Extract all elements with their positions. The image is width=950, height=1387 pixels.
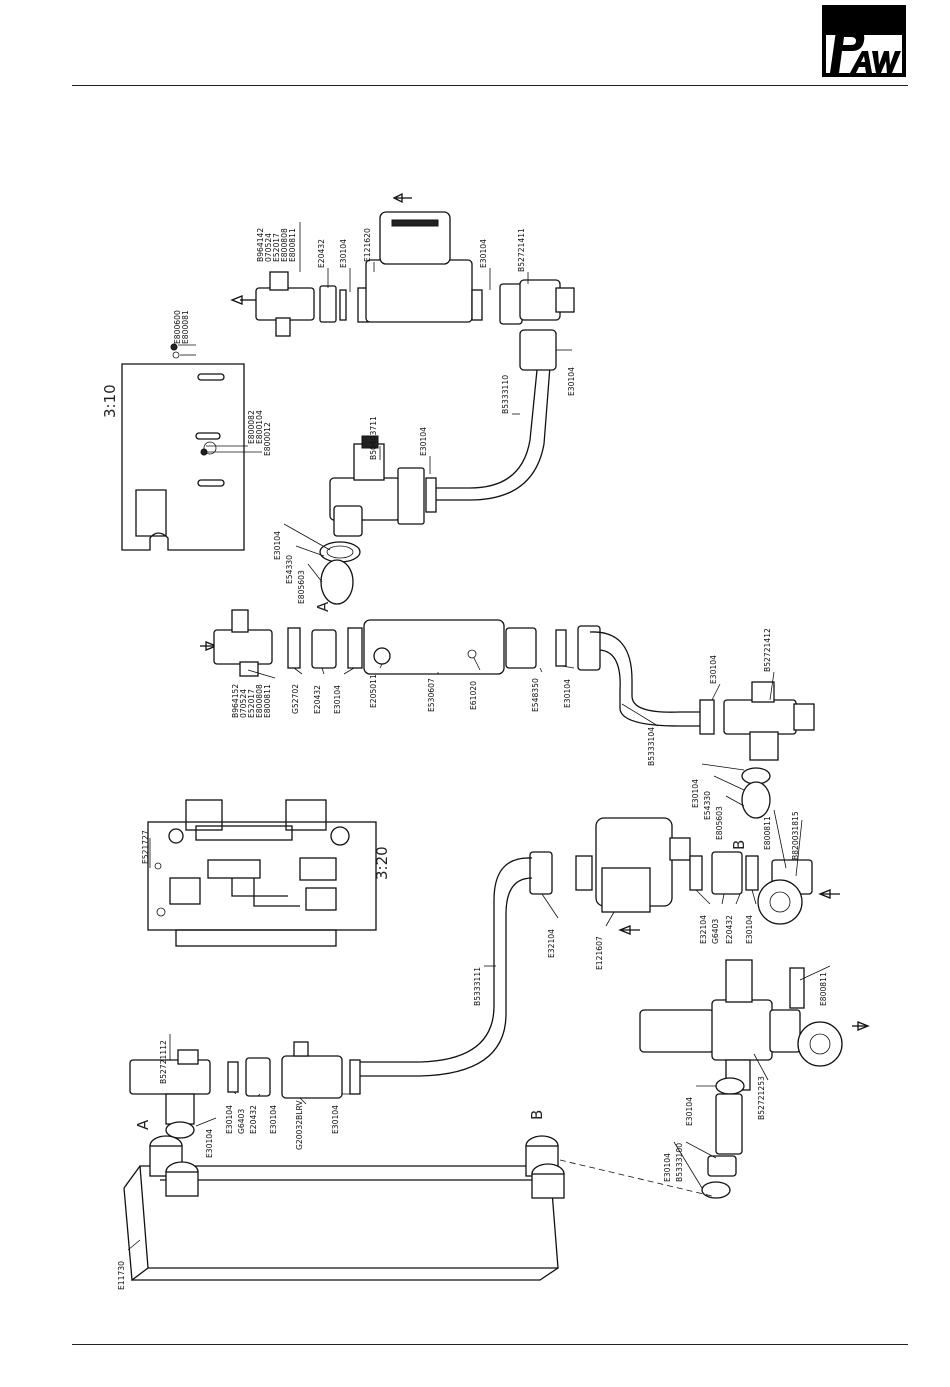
part-label: E121620	[363, 228, 372, 262]
mounting-plate-310: 3:10	[101, 343, 262, 551]
part-label: E121607	[595, 936, 604, 970]
plate-heat-exchanger	[123, 1135, 713, 1282]
part-label: 070524	[264, 233, 273, 262]
connection-letters: A B A B	[134, 601, 748, 1130]
assembled-view-320: 3:20	[147, 799, 391, 947]
part-label: B5333100	[675, 1143, 684, 1182]
part-label: B5333111	[473, 967, 482, 1006]
part-label: E805603	[297, 570, 306, 604]
part-label: E30104	[333, 685, 342, 714]
part-label: E11730	[117, 1261, 126, 1290]
part-label: E805603	[715, 806, 724, 840]
part-label: B50403711	[369, 416, 378, 460]
part-label: E521727	[141, 830, 150, 864]
part-label: E205011	[369, 674, 378, 708]
part-label: E32104	[547, 929, 556, 958]
header-rule	[72, 85, 908, 86]
part-label: E30104	[563, 679, 572, 708]
lower-valve-row	[129, 1041, 361, 1139]
part-label: E800811	[763, 816, 772, 850]
lower-pump-group	[350, 817, 840, 1077]
part-label: E548350	[531, 678, 540, 712]
part-label: B52721412	[763, 628, 772, 672]
part-label: E32104	[699, 915, 708, 944]
letter-a-1: A	[314, 601, 332, 612]
part-label: E30104	[745, 915, 754, 944]
part-label: B5333104	[647, 727, 656, 766]
part-label: E800811	[819, 972, 828, 1006]
part-label: E800012	[263, 422, 272, 456]
part-label: E30104	[273, 531, 282, 560]
part-label: B5333110	[501, 375, 510, 414]
part-label: E800081	[181, 310, 190, 344]
part-label: E30104	[419, 427, 428, 456]
part-label: E800811	[288, 228, 297, 262]
part-label: E52017	[247, 689, 256, 718]
part-label: E54330	[703, 791, 712, 820]
part-label: G6403	[237, 1109, 246, 1134]
part-label: E30104	[225, 1105, 234, 1134]
part-label: E30104	[339, 239, 348, 268]
letter-a-2: A	[134, 1119, 152, 1130]
part-label: G52702	[291, 684, 300, 714]
part-label: E30104	[685, 1097, 694, 1126]
mixer-valve-group	[319, 435, 437, 605]
part-label: E61020	[469, 681, 478, 710]
part-label: B52721112	[159, 1040, 168, 1084]
paw-logo	[822, 5, 906, 77]
part-label: E54330	[285, 555, 294, 584]
part-labels: B964142 070524 E52017 E800808 E800811 E2…	[117, 228, 828, 1290]
part-label: E800600	[173, 310, 182, 344]
letter-b-2: B	[528, 1110, 546, 1120]
view-label-310: 3:10	[101, 384, 119, 418]
part-label: G20032BLRV	[295, 1100, 304, 1150]
part-label: E30104	[709, 655, 718, 684]
part-label: E800811	[263, 684, 272, 718]
part-label: E800082	[247, 410, 256, 444]
part-label: G6403	[711, 919, 720, 944]
part-label: E20432	[317, 239, 326, 268]
part-label: B964152	[231, 684, 240, 718]
part-label: E30104	[479, 239, 488, 268]
part-label: E20432	[725, 915, 734, 944]
leader-lines	[127, 222, 831, 1251]
part-label: 070524	[239, 689, 248, 718]
part-label: E30104	[567, 367, 576, 396]
part-label: B52721253	[757, 1076, 766, 1120]
part-label: E20432	[313, 685, 322, 714]
part-label: E30104	[663, 1153, 672, 1182]
part-label: E20432	[249, 1105, 258, 1134]
ball-valve-b52721412	[699, 681, 815, 819]
footer-rule	[72, 1344, 908, 1345]
kfe-valve-assembly	[639, 959, 870, 1199]
letter-b-1: B	[730, 840, 748, 850]
heat-exchanger-cell-group	[200, 609, 702, 727]
part-label: E800808	[255, 684, 264, 718]
part-label: E800104	[255, 410, 264, 444]
part-label: E30104	[331, 1105, 340, 1134]
part-label: E52017	[272, 233, 281, 262]
view-label-320: 3:20	[373, 846, 391, 880]
part-label: B964142	[256, 228, 265, 262]
part-label: E800808	[280, 228, 289, 262]
part-label: E30104	[205, 1129, 214, 1158]
part-label: E530607	[427, 678, 436, 712]
part-label: B820031815	[791, 811, 800, 860]
part-label: E30104	[691, 779, 700, 808]
part-label: E30104	[269, 1105, 278, 1134]
part-label: B52721411	[517, 228, 526, 272]
